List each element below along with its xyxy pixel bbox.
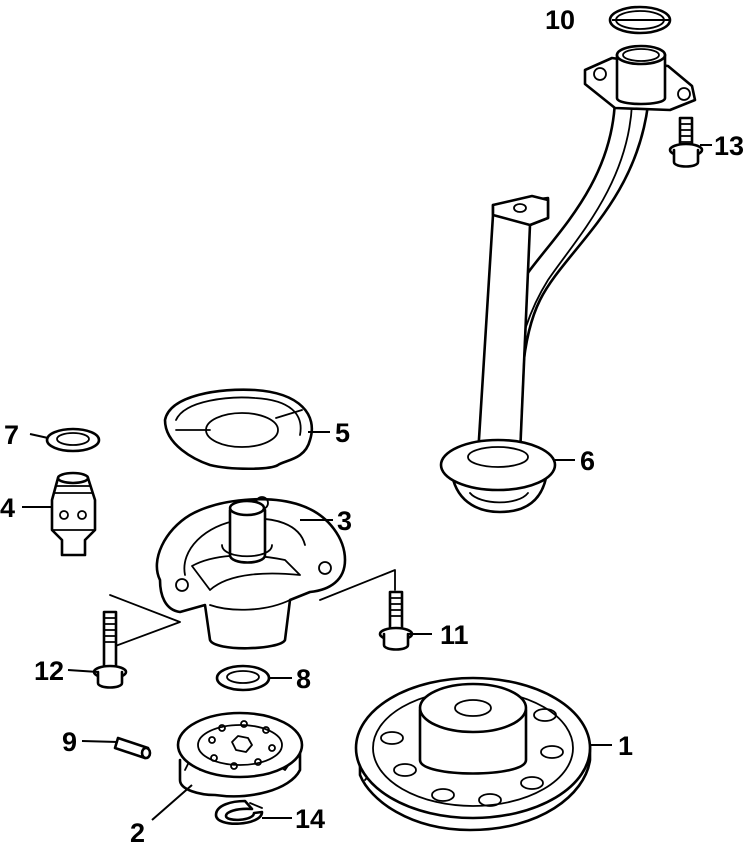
callout-6: 6 — [580, 446, 595, 476]
callout-8: 8 — [296, 664, 311, 694]
callout-1: 1 — [618, 731, 633, 761]
flange-bolt-13-part — [668, 116, 704, 168]
callout-9: 9 — [62, 727, 77, 757]
washer-8-part — [215, 664, 271, 692]
snap-ring-part — [214, 799, 264, 826]
flange-bolt-11-part — [378, 590, 414, 651]
relief-valve-part — [50, 471, 97, 557]
callout-7: 7 — [4, 420, 19, 450]
callout-12: 12 — [34, 656, 64, 686]
dowel-pin-part — [113, 736, 152, 760]
callout-2: 2 — [130, 818, 145, 848]
callout-4: 4 — [0, 493, 15, 523]
callout-13: 13 — [714, 131, 744, 161]
washer-7-part — [45, 427, 101, 453]
callout-labels: 10 13 7 5 6 4 3 11 12 8 9 1 2 14 — [0, 5, 744, 848]
callout-10: 10 — [545, 5, 575, 35]
callout-5: 5 — [335, 418, 350, 448]
oil-pump-body-part — [155, 496, 347, 650]
assembly-lines — [109, 569, 396, 649]
drive-gear-part — [354, 676, 592, 832]
callout-11: 11 — [440, 620, 469, 650]
pump-gasket-part — [163, 388, 313, 471]
leader-lines — [22, 19, 712, 821]
flange-bolt-12-part — [92, 610, 128, 689]
callout-14: 14 — [295, 804, 325, 834]
pump-gear-part — [176, 711, 304, 798]
callout-3: 3 — [337, 506, 352, 536]
oil-strainer-pipe-part — [439, 44, 697, 514]
